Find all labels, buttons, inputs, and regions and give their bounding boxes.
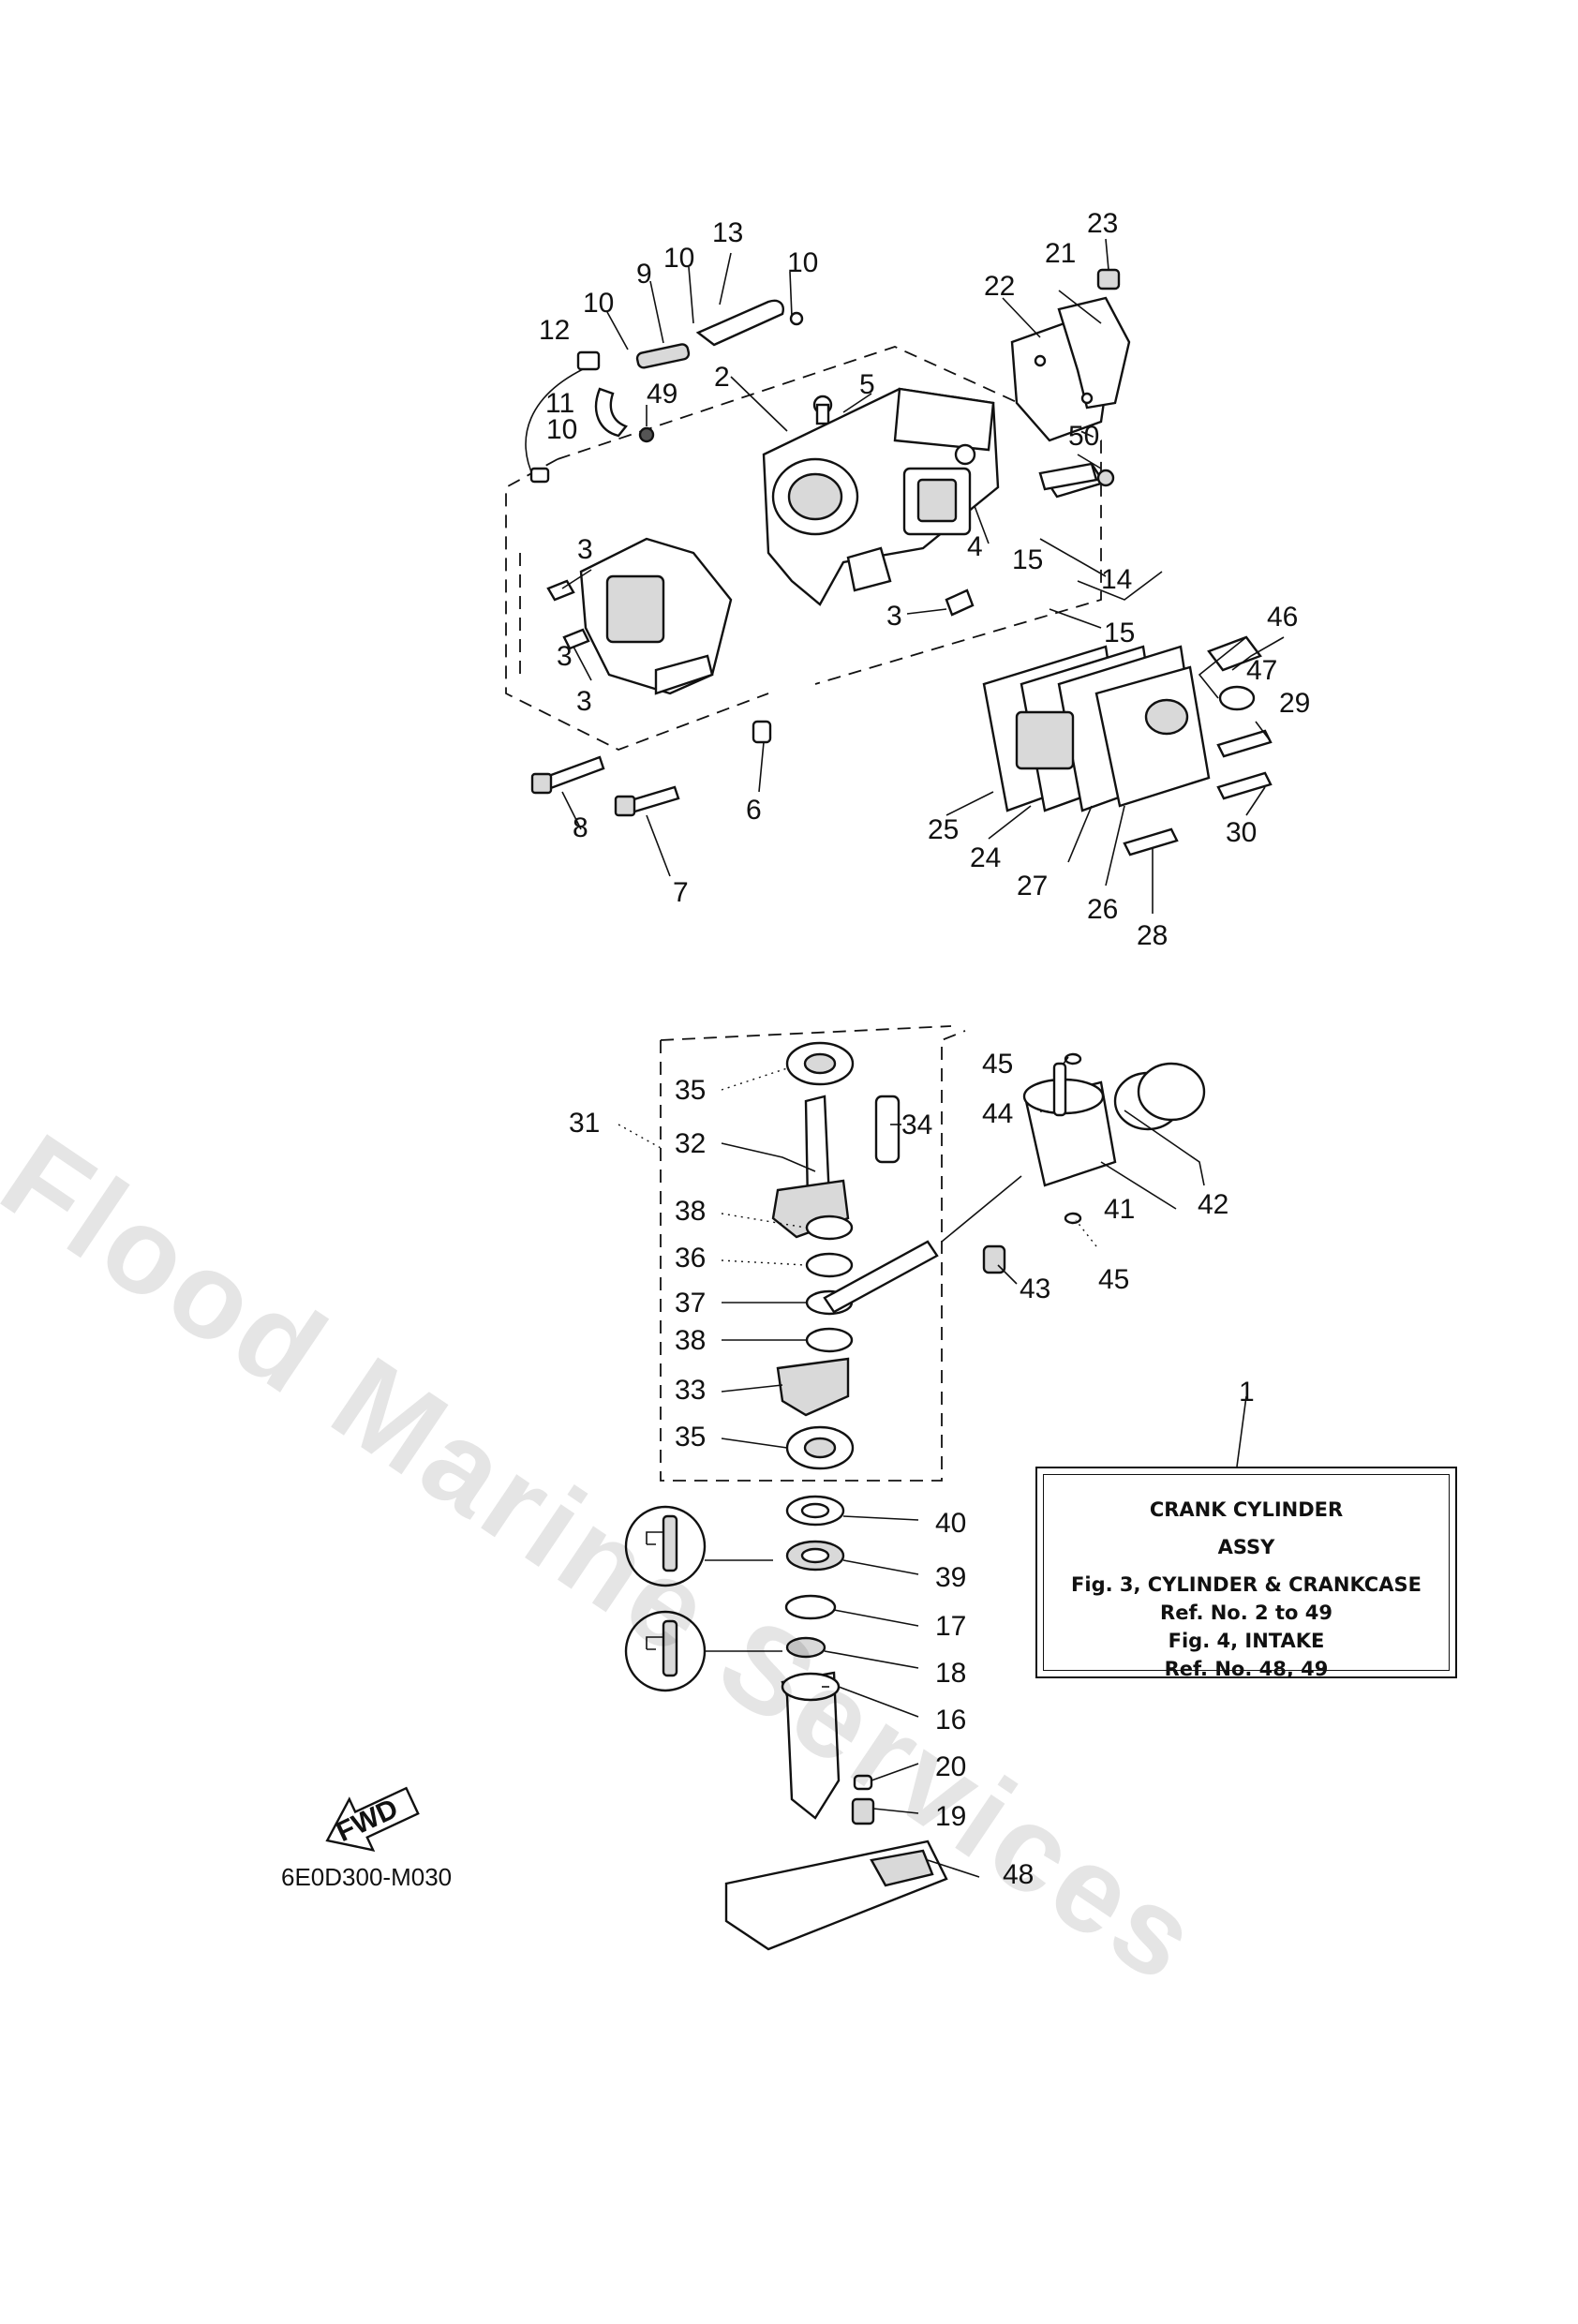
hose-assembly bbox=[525, 299, 833, 484]
callout-9: 9 bbox=[636, 259, 652, 290]
callout-49: 49 bbox=[647, 379, 677, 410]
callout-4: 4 bbox=[967, 531, 983, 562]
callout-24: 24 bbox=[970, 842, 1001, 873]
callout-32: 32 bbox=[675, 1128, 706, 1159]
callout-10: 10 bbox=[583, 288, 614, 319]
callout-19: 19 bbox=[935, 1801, 966, 1832]
callout-10: 10 bbox=[663, 243, 694, 274]
callout-28: 28 bbox=[1137, 920, 1168, 951]
callout-11: 11 bbox=[545, 388, 574, 419]
callout-13: 13 bbox=[712, 217, 743, 248]
callout-numbers: 2 3 3 3 3 4 5 6 7 8 9 10 10 10 10 11 12 … bbox=[539, 208, 1310, 1890]
piston-assembly bbox=[982, 1052, 1206, 1274]
callout-3: 3 bbox=[557, 641, 573, 672]
callout-38: 38 bbox=[675, 1196, 706, 1227]
callout-14: 14 bbox=[1101, 564, 1132, 595]
info-line5: Fig. 4, INTAKE bbox=[1168, 1630, 1325, 1652]
assembly-info-box: CRANK CYLINDER ASSY Fig. 3, CYLINDER & C… bbox=[1035, 1467, 1457, 1680]
info-line6: Ref. No. 48, 49 bbox=[1164, 1658, 1329, 1680]
callout-37: 37 bbox=[675, 1288, 706, 1318]
callout-17: 17 bbox=[935, 1611, 966, 1642]
exhaust-gaskets bbox=[982, 635, 1273, 857]
callout-30: 30 bbox=[1226, 817, 1257, 848]
fwd-arrow-icon bbox=[325, 1786, 420, 1852]
callout-12: 12 bbox=[539, 315, 570, 346]
callout-3: 3 bbox=[577, 534, 593, 565]
callout-10: 10 bbox=[546, 414, 577, 445]
callout-35: 35 bbox=[675, 1422, 706, 1452]
lower-casing bbox=[724, 1671, 948, 1951]
seals-and-rings bbox=[784, 1495, 845, 1659]
spark-plug bbox=[1038, 462, 1098, 491]
callout-3: 3 bbox=[886, 601, 902, 632]
callout-33: 33 bbox=[675, 1375, 706, 1406]
callout-36: 36 bbox=[675, 1243, 706, 1274]
diagram-code: 6E0D300-M030 bbox=[281, 1863, 453, 1891]
callout-3: 3 bbox=[576, 686, 592, 717]
info-title-line1: CRANK CYLINDER bbox=[1149, 1498, 1344, 1521]
callout-39: 39 bbox=[935, 1562, 966, 1593]
callout-1: 1 bbox=[1239, 1377, 1255, 1408]
info-title-line2: ASSY bbox=[1217, 1536, 1275, 1558]
callout-35: 35 bbox=[675, 1075, 706, 1106]
callout-26: 26 bbox=[1087, 894, 1118, 925]
cylinder-block bbox=[762, 387, 1000, 606]
crankcase-housing bbox=[546, 537, 975, 695]
callout-10: 10 bbox=[787, 247, 818, 278]
callout-38: 38 bbox=[675, 1325, 706, 1356]
callout-20: 20 bbox=[935, 1751, 966, 1782]
callout-5: 5 bbox=[859, 369, 875, 400]
cylinder-group-outline bbox=[505, 346, 1102, 751]
bolts-lower-left bbox=[530, 720, 772, 817]
callout-21: 21 bbox=[1045, 238, 1076, 269]
callout-40: 40 bbox=[935, 1508, 966, 1539]
info-line4: Ref. No. 2 to 49 bbox=[1160, 1601, 1332, 1624]
callout-31: 31 bbox=[569, 1108, 600, 1139]
leader-lines bbox=[561, 238, 1285, 1878]
callout-45: 45 bbox=[982, 1049, 1013, 1080]
callout-41: 41 bbox=[1104, 1194, 1135, 1225]
callout-7: 7 bbox=[673, 877, 689, 908]
cover-plates-top-right bbox=[1010, 268, 1131, 499]
crankshaft-assembly bbox=[771, 1041, 939, 1470]
info-line3: Fig. 3, CYLINDER & CRANKCASE bbox=[1071, 1573, 1422, 1596]
callout-15: 15 bbox=[1104, 618, 1135, 648]
callout-25: 25 bbox=[928, 814, 959, 845]
callout-16: 16 bbox=[935, 1705, 966, 1736]
callout-42: 42 bbox=[1198, 1189, 1228, 1220]
callout-27: 27 bbox=[1017, 871, 1048, 901]
callout-44: 44 bbox=[982, 1098, 1013, 1129]
callout-43: 43 bbox=[1020, 1274, 1050, 1304]
callout-48: 48 bbox=[1003, 1859, 1034, 1890]
callout-46: 46 bbox=[1267, 602, 1298, 633]
crankshaft-group-outline bbox=[660, 1025, 966, 1482]
callout-8: 8 bbox=[573, 812, 588, 843]
callout-22: 22 bbox=[984, 271, 1015, 302]
callout-23: 23 bbox=[1087, 208, 1118, 239]
callout-18: 18 bbox=[935, 1658, 966, 1689]
callout-2: 2 bbox=[714, 362, 730, 393]
callout-47: 47 bbox=[1246, 655, 1277, 686]
callout-29: 29 bbox=[1279, 688, 1310, 719]
callout-34: 34 bbox=[901, 1110, 932, 1140]
oil-seal-detail-icon bbox=[624, 1505, 707, 1692]
callout-50: 50 bbox=[1068, 421, 1099, 452]
callout-6: 6 bbox=[746, 795, 762, 826]
callout-15: 15 bbox=[1012, 544, 1043, 575]
callout-45: 45 bbox=[1098, 1264, 1129, 1295]
